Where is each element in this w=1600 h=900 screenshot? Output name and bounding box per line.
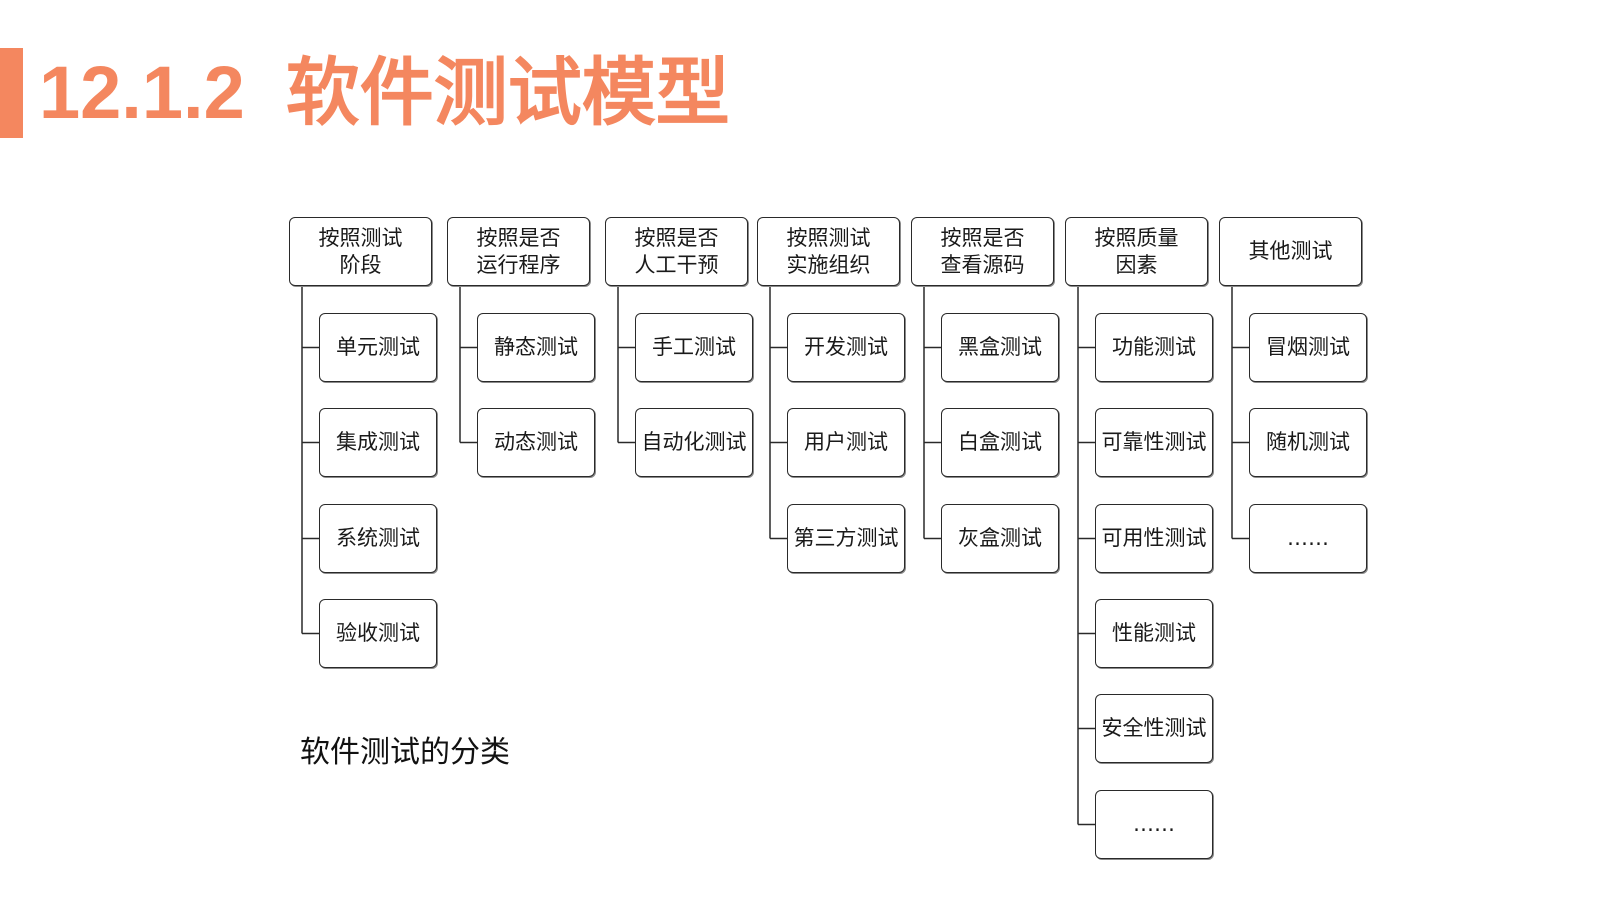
category-box: 按照是否查看源码 — [911, 217, 1054, 286]
test-type-box: 可用性测试 — [1095, 504, 1213, 573]
test-type-label: 手工测试 — [652, 335, 736, 359]
test-type-label: 用户测试 — [804, 430, 888, 454]
category-label: 按照是否 — [476, 225, 561, 250]
category-label: 按照测试 — [786, 225, 871, 250]
test-type-label: 白盒测试 — [958, 430, 1042, 454]
category-box: 其他测试 — [1219, 217, 1362, 286]
test-type-label: …… — [1287, 526, 1329, 550]
slide-title: 12.1.2 软件测试模型 — [39, 48, 730, 138]
test-type-box: 开发测试 — [787, 313, 905, 382]
test-type-box: 黑盒测试 — [941, 313, 1059, 382]
test-type-label: 黑盒测试 — [958, 335, 1042, 359]
test-type-label: 验收测试 — [336, 621, 420, 645]
category-label: 阶段 — [339, 252, 382, 277]
test-type-box: 静态测试 — [477, 313, 595, 382]
test-type-box: 冒烟测试 — [1249, 313, 1367, 382]
test-type-label: 安全性测试 — [1101, 716, 1207, 740]
test-type-box: 集成测试 — [319, 408, 437, 477]
test-type-box: 自动化测试 — [635, 408, 753, 477]
test-type-box: 安全性测试 — [1095, 694, 1213, 763]
test-type-box: …… — [1249, 504, 1367, 573]
test-type-label: 单元测试 — [336, 335, 420, 359]
category-label: 因素 — [1115, 252, 1158, 277]
test-type-label: 集成测试 — [336, 430, 420, 454]
diagram-caption: 软件测试的分类 — [300, 735, 510, 770]
category-box: 按照测试实施组织 — [757, 217, 900, 286]
category-box: 按照质量因素 — [1065, 217, 1208, 286]
test-type-label: …… — [1133, 812, 1175, 836]
category-box: 按照是否人工干预 — [605, 217, 748, 286]
section-number: 12.1.2 — [39, 51, 245, 134]
test-type-label: 第三方测试 — [793, 526, 899, 550]
category-label: 查看源码 — [940, 252, 1025, 277]
category-label: 实施组织 — [786, 252, 871, 277]
category-label: 人工干预 — [634, 252, 719, 277]
test-type-box: 白盒测试 — [941, 408, 1059, 477]
test-type-label: 可靠性测试 — [1101, 430, 1207, 454]
test-type-label: 灰盒测试 — [958, 526, 1042, 550]
category-box: 按照测试阶段 — [289, 217, 432, 286]
category-label: 按照质量 — [1094, 225, 1179, 250]
category-box: 按照是否运行程序 — [447, 217, 590, 286]
test-type-label: 随机测试 — [1266, 430, 1350, 454]
test-type-label: 冒烟测试 — [1266, 335, 1350, 359]
category-label: 其他测试 — [1248, 239, 1333, 263]
test-type-label: 系统测试 — [336, 526, 420, 550]
test-type-label: 动态测试 — [494, 430, 578, 454]
test-type-label: 自动化测试 — [641, 430, 747, 454]
test-type-box: 第三方测试 — [787, 504, 905, 573]
test-type-box: 灰盒测试 — [941, 504, 1059, 573]
test-type-box: 系统测试 — [319, 504, 437, 573]
category-label: 按照是否 — [634, 225, 719, 250]
test-type-label: 功能测试 — [1112, 335, 1196, 359]
test-type-box: 单元测试 — [319, 313, 437, 382]
test-type-box: …… — [1095, 790, 1213, 859]
category-label: 按照测试 — [318, 225, 403, 250]
test-type-label: 开发测试 — [804, 335, 888, 359]
test-type-label: 性能测试 — [1112, 621, 1196, 645]
test-type-box: 验收测试 — [319, 599, 437, 668]
test-type-box: 功能测试 — [1095, 313, 1213, 382]
test-type-label: 可用性测试 — [1101, 526, 1207, 550]
test-type-box: 性能测试 — [1095, 599, 1213, 668]
category-label: 运行程序 — [476, 252, 561, 277]
title-accent-bar — [0, 48, 23, 138]
section-title: 软件测试模型 — [285, 51, 730, 134]
test-type-box: 可靠性测试 — [1095, 408, 1213, 477]
category-label: 按照是否 — [940, 225, 1025, 250]
test-type-box: 手工测试 — [635, 313, 753, 382]
test-type-box: 随机测试 — [1249, 408, 1367, 477]
test-type-label: 静态测试 — [494, 335, 578, 359]
test-type-box: 动态测试 — [477, 408, 595, 477]
test-type-box: 用户测试 — [787, 408, 905, 477]
